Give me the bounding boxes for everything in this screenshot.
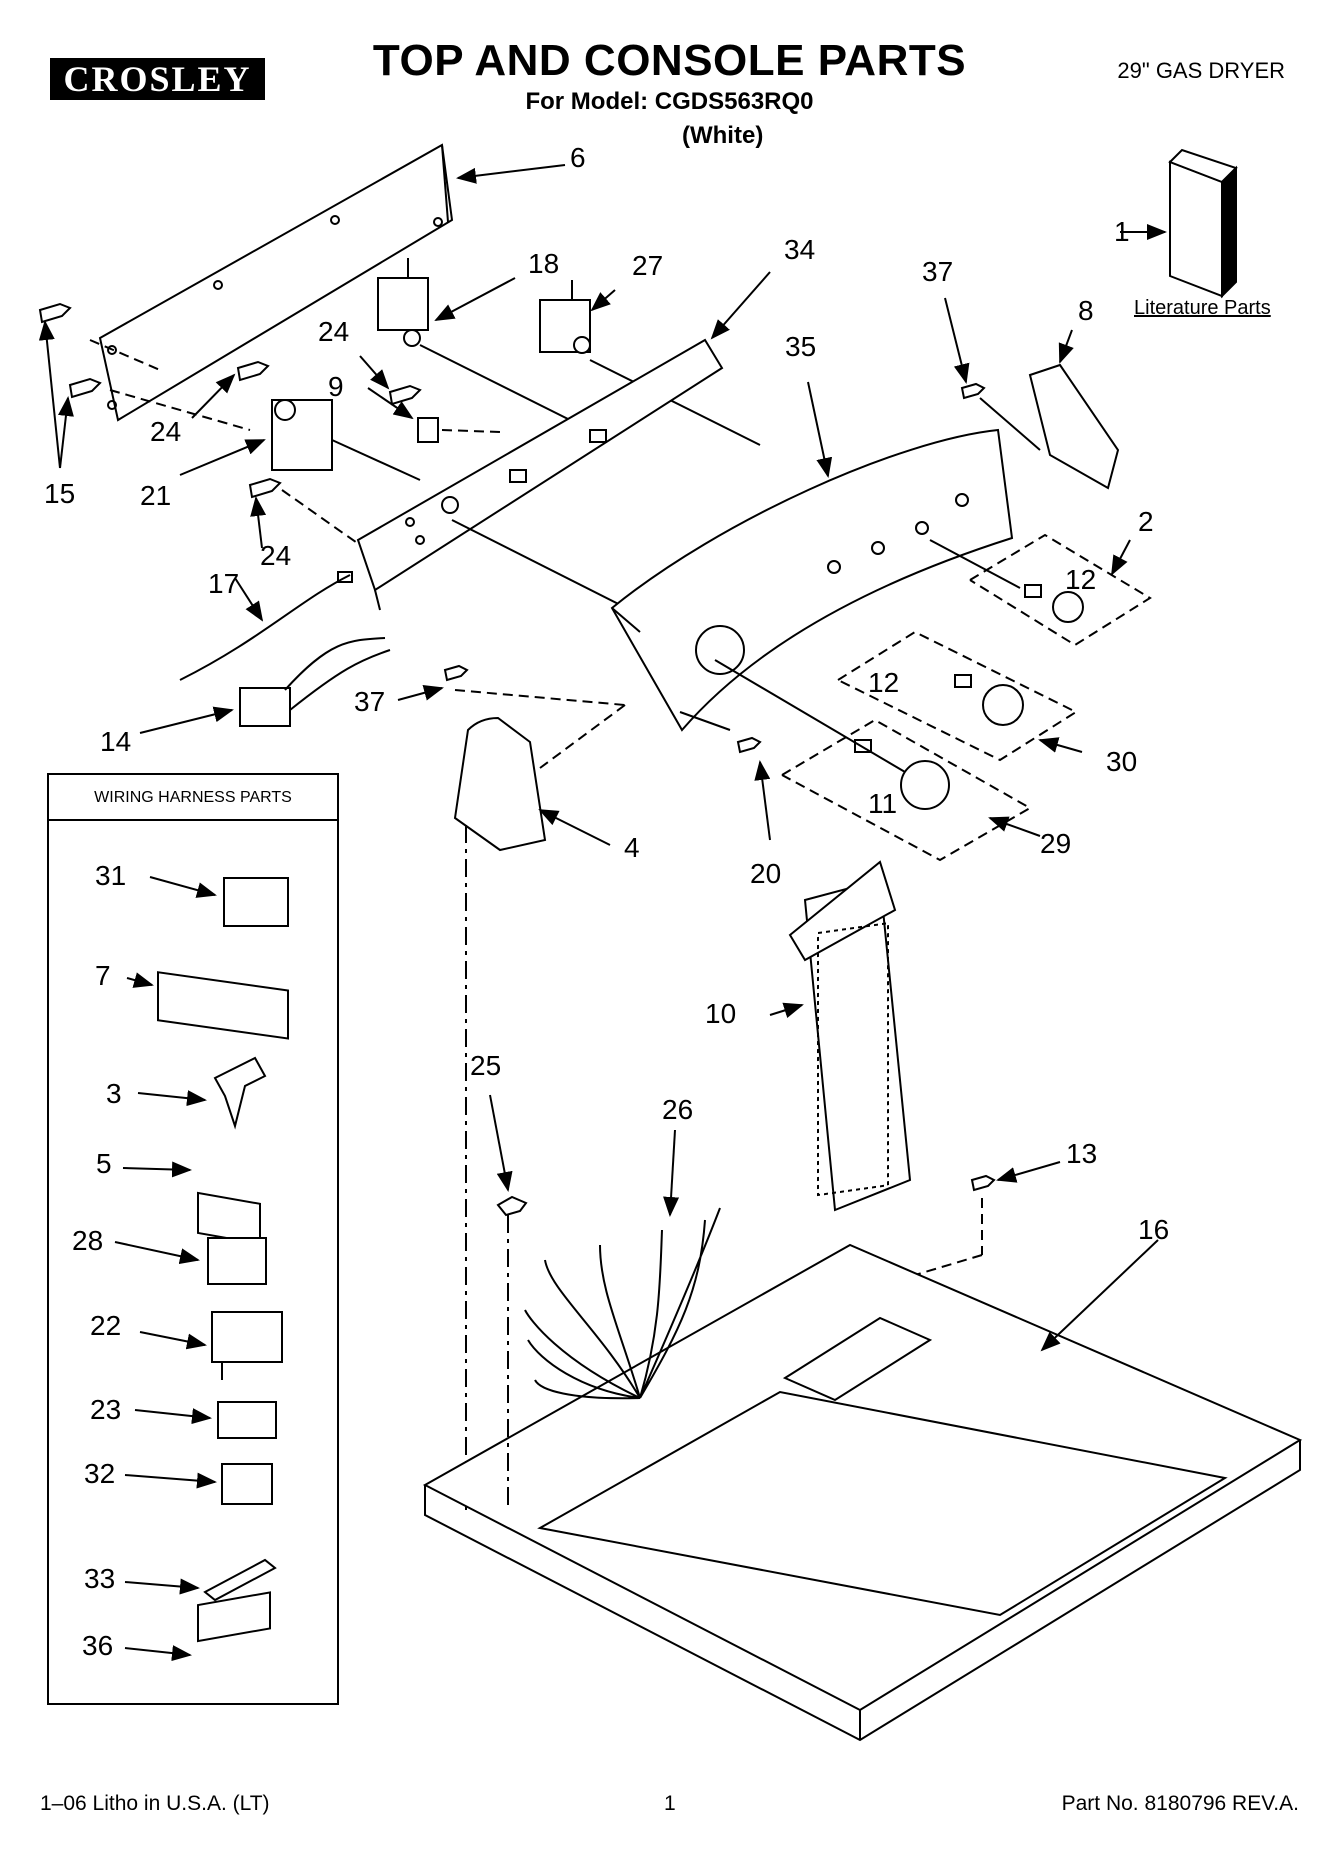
callout-14: 14 [100,726,132,757]
callout-10: 10 [705,998,737,1029]
callout-37b: 37 [354,686,386,717]
callout-25: 25 [470,1050,502,1081]
callout-4: 4 [624,832,640,863]
callout-20: 20 [750,858,782,889]
screw-icon [443,664,469,682]
terminal-3-icon [213,1056,267,1130]
literature-book-icon [1169,160,1223,298]
knob-icon [982,684,1024,726]
callout-29: 29 [1040,828,1072,859]
callout-6: 6 [570,142,586,173]
callout-17: 17 [208,568,240,599]
callout-18: 18 [528,248,560,279]
callout-31: 31 [95,860,127,891]
rear-panel-icon [98,143,454,422]
callout-11: 11 [868,788,898,819]
literature-parts-label: Literature Parts [1134,297,1271,319]
screw-icon [970,1174,996,1192]
callout-8: 8 [1078,295,1094,326]
callout-7: 7 [95,960,111,991]
callout-34: 34 [784,234,816,265]
callout-37a: 37 [922,256,954,287]
screw-icon [38,302,72,324]
callout-24a: 24 [150,416,182,447]
callout-3: 3 [106,1078,122,1109]
terminal-33-icon [203,1558,277,1602]
callout-15: 15 [44,478,76,509]
connector-22-icon [211,1311,283,1363]
console-panel-icon [356,338,724,592]
callout-33: 33 [84,1563,116,1594]
footer-litho: 1–06 Litho in U.S.A. (LT) [40,1792,270,1815]
connector-23-icon [217,1401,277,1439]
callout-26: 26 [662,1094,694,1125]
callout-35: 35 [785,331,817,362]
screw-icon [736,736,762,754]
callout-32: 32 [84,1458,116,1489]
footer-part-number: Part No. 8180796 REV.A. [1061,1792,1299,1815]
model-line: For Model: CGDS563RQ0 [525,88,814,115]
callout-30: 30 [1106,746,1138,777]
clip-9-icon [417,417,439,443]
timer-21-icon [271,399,333,471]
connector-7-icon [157,971,289,1040]
callout-24c: 24 [260,540,292,571]
callout-28: 28 [72,1225,104,1256]
callout-21: 21 [140,480,172,511]
clip-25-icon [496,1195,528,1217]
knob-icon [900,760,950,810]
connector-28-icon [207,1237,267,1285]
connector-36-icon [197,1591,271,1643]
screw-icon [960,382,986,400]
wiring-harness-box [47,773,339,1705]
end-cap-8-icon [1028,363,1120,490]
callout-22: 22 [90,1310,122,1341]
screw-icon [236,360,270,382]
callout-24b: 24 [318,316,350,347]
wiring-harness-title: WIRING HARNESS PARTS [49,775,337,821]
screw-icon [248,477,282,499]
knob-icon [1052,591,1084,623]
end-cap-4-icon [453,716,547,852]
callout-23: 23 [90,1394,122,1425]
connector-32-icon [221,1463,273,1505]
crosley-logo: CROSLEY [50,58,265,100]
color-line: (White) [682,122,764,149]
callout-36: 36 [82,1630,114,1661]
screw-icon [388,384,422,406]
callout-9: 9 [328,371,344,402]
callout-27: 27 [632,250,664,281]
switch-18-icon [377,277,429,331]
screw-icon [68,377,102,399]
page-title: TOP AND CONSOLE PARTS [372,36,967,85]
callout-2: 2 [1138,506,1154,537]
harness-26-icon [524,1207,721,1400]
connector-31-icon [223,877,289,927]
console-35-icon [610,428,1014,732]
callout-16: 16 [1138,1214,1170,1245]
callout-12a: 12 [1065,564,1097,595]
callout-1: 1 [1114,216,1130,247]
callout-5: 5 [96,1148,112,1179]
callout-12b: 12 [868,667,900,698]
page-number: 1 [664,1792,676,1815]
callout-13: 13 [1066,1138,1098,1169]
product-type: 29" GAS DRYER [1117,58,1285,83]
connector-14-icon [239,687,291,727]
